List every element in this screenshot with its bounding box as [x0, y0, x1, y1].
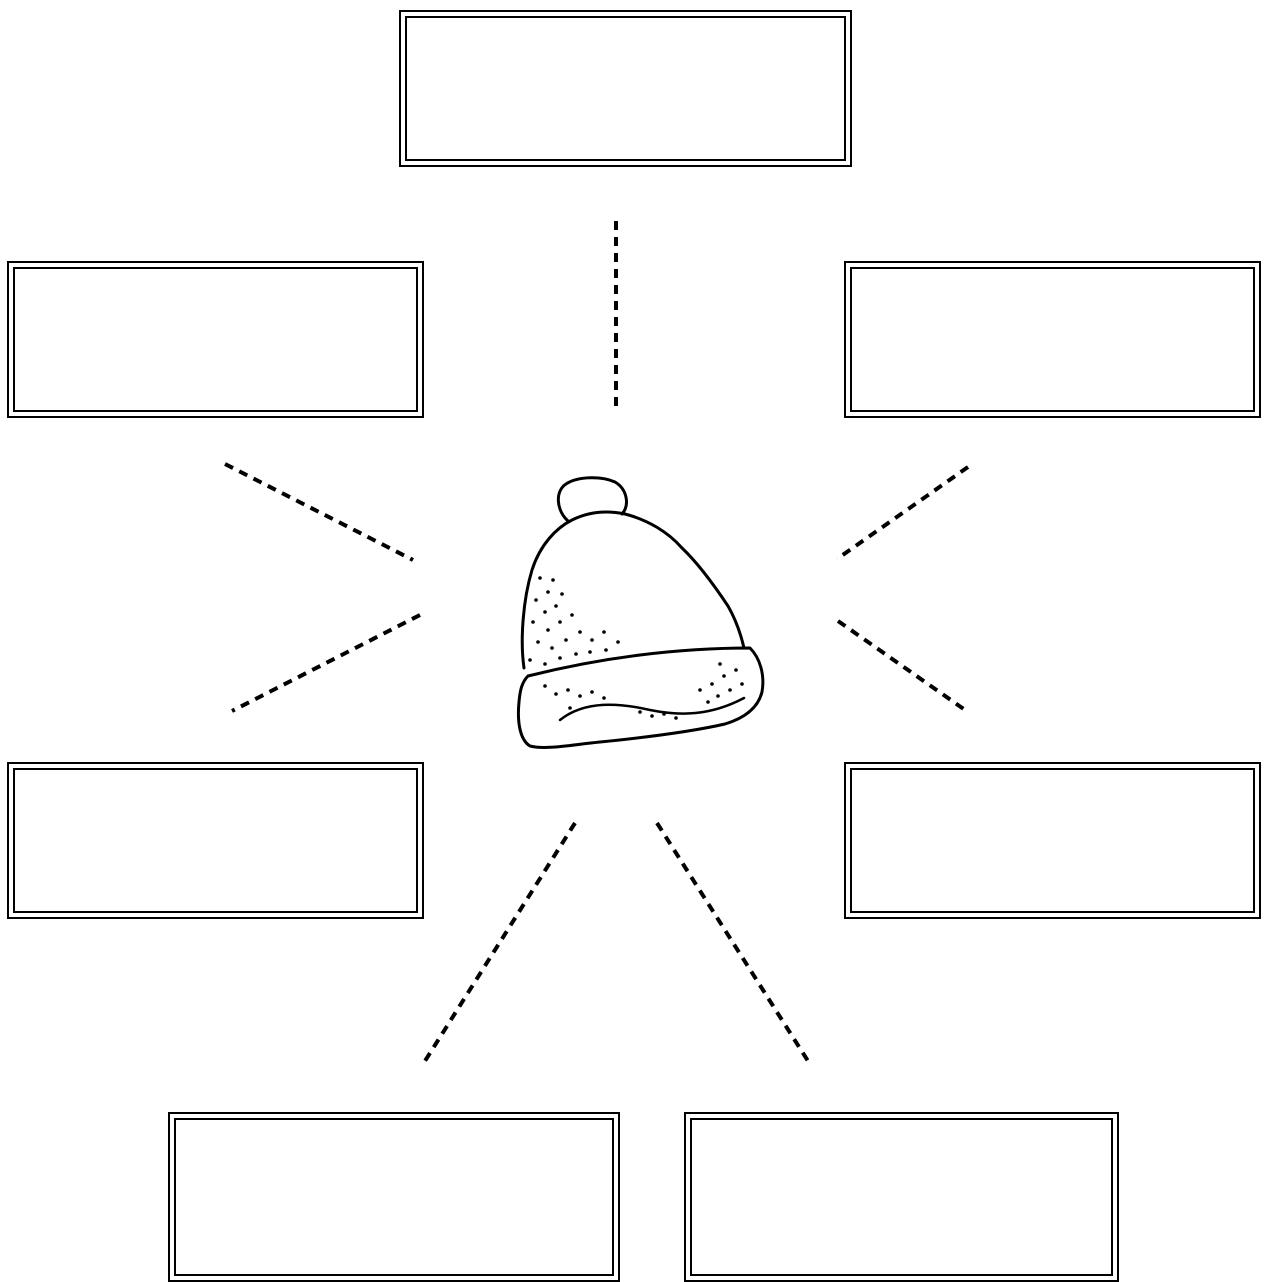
connector-upper-left: [225, 464, 413, 560]
blank-box-bottom-left[interactable]: [168, 1112, 620, 1282]
connector-lower-right: [838, 621, 968, 712]
blank-box-top-text: [405, 16, 846, 161]
blank-box-bottom-right-text: [690, 1118, 1113, 1276]
connector-upper-right: [837, 467, 968, 559]
blank-box-lower-left-text: [13, 768, 418, 913]
blank-box-bottom-left-text: [174, 1118, 614, 1276]
blank-box-upper-right[interactable]: [844, 261, 1261, 418]
blank-box-upper-right-text: [850, 267, 1255, 412]
connector-lower-left: [232, 615, 420, 711]
blank-box-upper-left[interactable]: [7, 261, 424, 418]
blank-box-lower-right-text: [850, 768, 1255, 913]
connector-bottom-left: [425, 823, 575, 1061]
hat-icon: [518, 478, 762, 748]
blank-box-top[interactable]: [399, 10, 852, 167]
blank-box-bottom-right[interactable]: [684, 1112, 1119, 1282]
blank-box-lower-right[interactable]: [844, 762, 1261, 919]
connector-bottom-right: [657, 823, 808, 1061]
blank-box-upper-left-text: [13, 267, 418, 412]
blank-box-lower-left[interactable]: [7, 762, 424, 919]
